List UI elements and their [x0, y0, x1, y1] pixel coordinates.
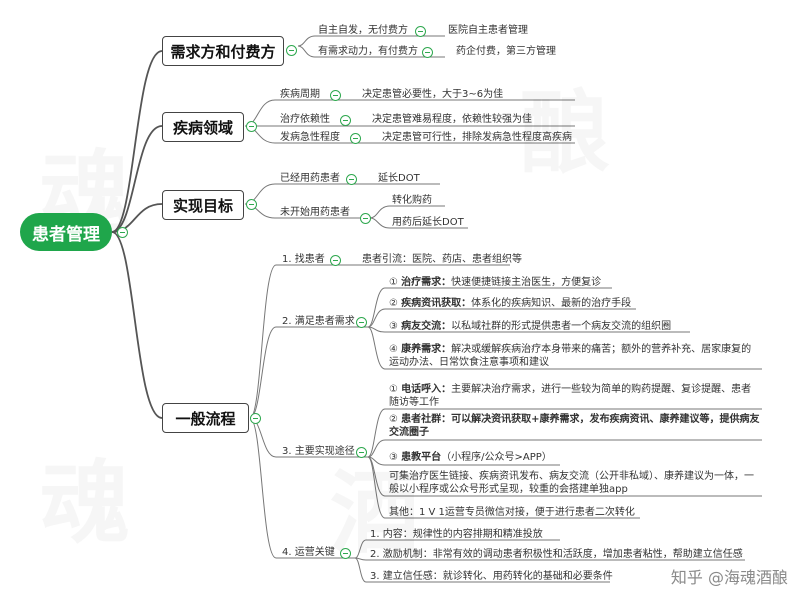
collapse-toggle-icon[interactable] — [330, 255, 341, 266]
collapse-toggle-icon[interactable] — [330, 90, 341, 101]
channel-item-bold: 患者社群：可以解决资讯获取+康养需求，发布疾病资讯、康养建议等，提供病友交流圈子 — [389, 414, 760, 438]
disease-item-label: 治疗依赖性 — [280, 114, 330, 125]
collapse-toggle-icon[interactable] — [117, 227, 128, 238]
need-item-bold: 治疗需求： — [401, 277, 452, 288]
disease-item-value: 决定患管可行性，排除发病急性程度高疾病 — [382, 132, 572, 143]
channel-item-num: ③ — [389, 452, 398, 463]
need-item-num: ③ — [389, 321, 398, 332]
collapse-toggle-icon[interactable] — [340, 548, 351, 559]
branch-process[interactable]: 一般流程 — [162, 403, 249, 433]
channel-item-bold: 电话呼入： — [401, 384, 452, 395]
collapse-toggle-icon[interactable] — [415, 26, 426, 37]
payer-item-label: 自主自发，无付费方 — [318, 25, 408, 36]
ops-item: 3. 建立信任感：就诊转化、用药转化的基础和必要条件 — [370, 571, 613, 582]
need-item-text: 以私域社群的形式提供患者一个病友交流的组织圈 — [451, 321, 672, 332]
collapse-toggle-icon[interactable] — [360, 213, 371, 224]
branch-disease[interactable]: 疾病领域 — [162, 112, 244, 142]
ops-item: 1. 内容：规律性的内容排期和精准投放 — [370, 529, 543, 540]
payer-item-value: 医院自主患者管理 — [448, 25, 528, 36]
collapse-toggle-icon[interactable] — [246, 121, 257, 132]
collapse-toggle-icon[interactable] — [246, 199, 257, 210]
need-item: ③ 病友交流：以私域社群的形式提供患者一个病友交流的组织圈 — [389, 320, 671, 333]
channel-item-text: 主要解决治疗需求，进行一些较为简单的购药提醒、复诊提醒、患者随访等工作 — [389, 384, 752, 408]
payer-item-value: 药企付费，第三方管理 — [456, 46, 556, 57]
ops-item: 2. 激励机制：非常有效的调动患者积极性和活跃度，增加患者粘性，帮助建立信任感 — [370, 549, 743, 560]
process-step-label: 1. 找患者 — [282, 254, 325, 265]
collapse-toggle-icon[interactable] — [356, 317, 367, 328]
need-item-text: 快速便捷链接主治医生，方便复诊 — [451, 277, 602, 288]
goal-item-value: 转化购药 — [392, 195, 432, 206]
disease-item-value: 决定患管必要性，大于3~6为佳 — [362, 89, 504, 100]
branch-goal[interactable]: 实现目标 — [162, 190, 244, 220]
process-step-label: 4. 运营关键 — [282, 547, 335, 558]
collapse-toggle-icon[interactable] — [350, 133, 361, 144]
need-item-num: ④ — [389, 344, 398, 355]
background-watermark-glyph: 魂 — [40, 430, 130, 560]
channel-item: ① 电话呼入：主要解决治疗需求，进行一些较为简单的购药提醒、复诊提醒、患者随访等… — [389, 383, 761, 409]
payer-item-label: 有需求动力，有付费方 — [318, 46, 418, 57]
disease-item-label: 疾病周期 — [280, 89, 320, 100]
goal-item-value: 延长DOT — [378, 173, 420, 184]
collapse-toggle-icon[interactable] — [250, 413, 261, 424]
need-item-bold: 疾病资讯获取： — [401, 298, 472, 309]
process-step-label: 2. 满足患者需求 — [282, 316, 355, 327]
channel-item: 可集治疗医生链接、疾病资讯发布、病友交流（公开非私域）、康养建议为一体，一般以小… — [389, 471, 754, 495]
process-step-label: 3. 主要实现途径 — [282, 446, 355, 457]
need-item-num: ② — [389, 298, 398, 309]
need-item: ④ 康养需求：解决或缓解疾病治疗本身带来的痛苦；额外的营养补充、居家康复的运动办… — [389, 343, 761, 369]
disease-item-label: 发病急性程度 — [280, 132, 340, 143]
need-item-text: 解决或缓解疾病治疗本身带来的痛苦；额外的营养补充、居家康复的运动办法、日常饮食注… — [389, 344, 752, 368]
process-step-value: 患者引流：医院、药店、患者组织等 — [362, 254, 522, 265]
background-watermark-glyph: 酿 — [520, 60, 610, 190]
goal-item-value: 用药后延长DOT — [392, 217, 464, 228]
goal-item-label: 已经用药患者 — [280, 173, 340, 184]
disease-item-value: 决定患管难易程度，依赖性较强为佳 — [372, 114, 532, 125]
channel-item: ③ 患教平台（小程序/公众号>APP） — [389, 451, 552, 464]
channel-item-num: ① — [389, 384, 398, 395]
need-item-text: 体系化的疾病知识、最新的治疗手段 — [471, 298, 632, 309]
collapse-toggle-icon[interactable] — [356, 447, 367, 458]
channel-item-bold: 患教平台 — [401, 452, 442, 463]
channel-item: ② 患者社群：可以解决资讯获取+康养需求，发布疾病资讯、康养建议等，提供病友交流… — [389, 413, 761, 439]
channel-item: 其他：1 V 1运营专员微信对接，便于进行患者二次转化 — [389, 507, 635, 518]
collapse-toggle-icon[interactable] — [340, 115, 351, 126]
collapse-toggle-icon[interactable] — [422, 47, 433, 58]
collapse-toggle-icon[interactable] — [286, 45, 297, 56]
need-item: ① 治疗需求：快速便捷链接主治医生，方便复诊 — [389, 276, 601, 289]
collapse-toggle-icon[interactable] — [346, 174, 357, 185]
branch-payer[interactable]: 需求方和付费方 — [162, 36, 284, 66]
goal-item-label: 未开始用药患者 — [280, 207, 350, 218]
channel-item-num: ② — [389, 414, 398, 425]
need-item-bold: 康养需求： — [401, 344, 452, 355]
root-node[interactable]: 患者管理 — [20, 213, 112, 251]
watermark-text: 知乎 @海魂酒酿 — [670, 568, 788, 587]
need-item-bold: 病友交流： — [401, 321, 452, 332]
channel-item-text: （小程序/公众号>APP） — [441, 452, 552, 463]
need-item-num: ① — [389, 277, 398, 288]
need-item: ② 疾病资讯获取：体系化的疾病知识、最新的治疗手段 — [389, 297, 631, 310]
